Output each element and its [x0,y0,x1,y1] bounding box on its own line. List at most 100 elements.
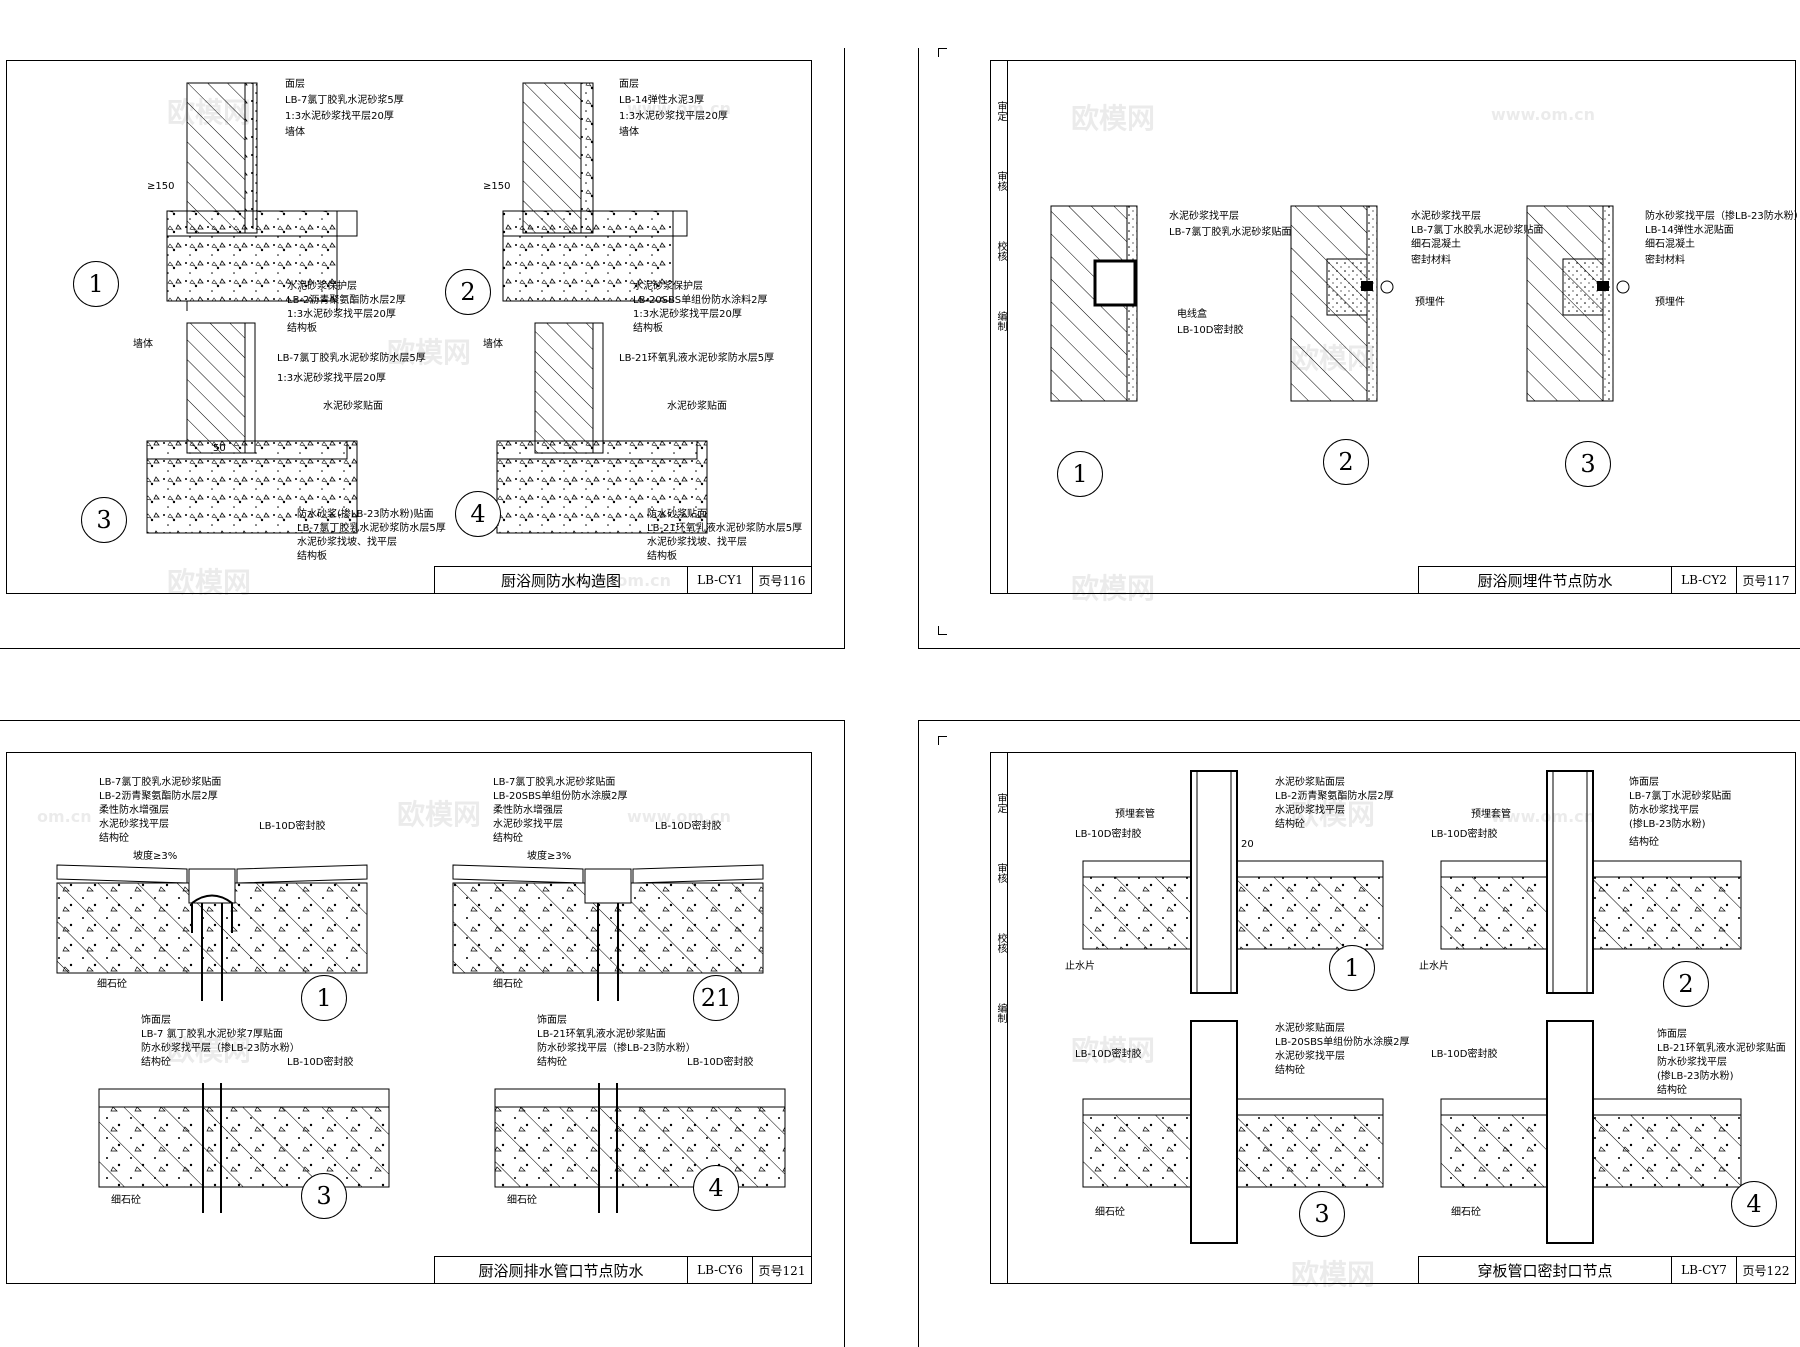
corner-mark [938,48,947,57]
callout: 细石混凝土 [1411,239,1461,250]
callout: 墙体 [285,127,305,138]
detail-number: 3 [1299,1191,1345,1237]
detail-number: 1 [1329,945,1375,991]
sheet-code: LB-CY6 [687,1257,752,1283]
callout: 坡度≥3% [527,851,572,862]
callout: 1:3水泥砂浆找平层20厚 [287,309,396,320]
callout: 防水砂浆找平层（掺LB-23防水粉） [1645,211,1800,222]
title-block: 厨浴厕防水构造图 LB-CY1 页号116 [434,566,811,593]
dimension: 20 [1241,839,1254,850]
callout: 细石混凝土 [1645,239,1695,250]
callout: (掺LB-23防水粉) [1629,819,1706,830]
callout: 饰面层 [1657,1029,1687,1040]
separator [0,720,845,721]
detail-number: 3 [301,1173,347,1219]
callout: LB-14弹性水泥3厚 [619,95,705,106]
callout: 细石砼 [111,1195,141,1206]
callout: 饰面层 [141,1015,171,1026]
callout: 防水砂浆贴面 [647,509,707,520]
callout: LB-20SBS单组份防水涂膜2厚 [493,791,628,802]
detail-number: 4 [455,491,501,537]
callout: 预埋件 [1415,297,1445,308]
callout: 墙体 [133,339,153,350]
callout: LB-7氯丁胶乳水泥砂浆5厚 [285,95,404,106]
sheet-title: 厨浴厕防水构造图 [500,571,621,590]
callout: 电线盒 [1177,309,1207,320]
callout: 结构砼 [141,1057,171,1068]
drawing-sheet-3 [56,864,786,1213]
callout: 面层 [619,79,639,90]
callout: 结构砼 [99,833,129,844]
callout: 结构板 [633,323,663,334]
dimension: ≥150 [483,181,511,192]
title-block: 穿板管口密封口节点 LB-CY7 页号122 [1418,1256,1795,1283]
callout: 水泥砂浆贴面层 [1275,1023,1345,1034]
detail-number: 4 [1731,1181,1777,1227]
detail-3-drawing [146,322,358,534]
callout: 细石砼 [97,979,127,990]
strip-label: 校核 [995,933,1006,953]
callout: LB-7氯丁胶乳水泥砂浆贴面 [99,777,222,788]
callout: LB-10D密封胶 [1431,829,1498,840]
dimension: ≥150 [147,181,175,192]
callout: 结构砼 [1657,1085,1687,1096]
callout: LB-7氯丁胶乳水泥砂浆防水层5厚 [297,523,446,534]
callout: LB-7 氯丁胶乳水泥砂浆7厚贴面 [141,1029,283,1040]
callout: 水泥砂浆找坡、找平层 [297,537,397,548]
detail-2-drawing [1440,770,1742,994]
callout: 结构板 [287,323,317,334]
callout: 墙体 [483,339,503,350]
sheet-title: 厨浴厕埋件节点防水 [1477,571,1613,590]
callout: 水泥砂浆保护层 [633,281,703,292]
callout: LB-10D密封胶 [687,1057,754,1068]
callout: 结构砼 [1275,1065,1305,1076]
dimension: 50 [213,443,226,454]
callout: 水泥砂浆找平层 [1411,211,1481,222]
callout: 止水片 [1419,961,1449,972]
detail-21-drawing [452,864,764,1001]
strip-label: 编制 [995,1003,1006,1023]
drawing-sheet-1 [146,82,708,534]
callout: 细石砼 [1095,1207,1125,1218]
detail-1-drawing [56,864,368,1001]
separator [844,48,845,648]
strip-label: 审定 [995,101,1006,121]
sheet-drain-pipe: 1 21 3 4 LB-7氯丁胶乳水泥砂浆贴面 LB-2沥青聚氨酯防水层2厚 柔… [6,752,812,1284]
separator [918,648,1800,649]
callout: LB-7氯丁水胶乳水泥砂浆贴面 [1411,225,1544,236]
callout: 防水砂浆找平层（掺LB-23防水粉） [141,1043,300,1054]
sheet-page: 页号121 [752,1257,811,1283]
detail-3-drawing [1526,205,1630,402]
callout: LB-14弹性水泥贴面 [1645,225,1734,236]
title-block: 厨浴厕排水管口节点防水 LB-CY6 页号121 [434,1256,811,1283]
callout: LB-2沥青聚氨酯防水层2厚 [1275,791,1394,802]
callout: 细石砼 [507,1195,537,1206]
detail-number: 1 [73,261,119,307]
callout: 饰面层 [1629,777,1659,788]
callout: 柔性防水增强层 [493,805,563,816]
callout: 细石砼 [493,979,523,990]
strip-label: 编制 [995,311,1006,331]
callout: 防水砂浆找平层（掺LB-23防水粉） [537,1043,696,1054]
approval-strip: 审定 审核 校核 编制 [991,753,1008,1283]
callout: 1:3水泥砂浆找平层20厚 [619,111,728,122]
separator [918,720,919,1347]
detail-number: 1 [1057,451,1103,497]
sheet-page: 页号122 [1736,1257,1795,1283]
callout: LB-10D密封胶 [287,1057,354,1068]
callout: 水泥砂浆找平层 [493,819,563,830]
callout: LB-21环氧乳液水泥砂浆防水层5厚 [647,523,803,534]
callout: LB-2沥青聚氨酯防水层2厚 [99,791,218,802]
callout: 水泥砂浆找平层 [1275,1051,1345,1062]
callout: LB-10D密封胶 [1075,829,1142,840]
strip-label: 审定 [995,793,1006,813]
callout: LB-10D密封胶 [1431,1049,1498,1060]
callout: 柔性防水增强层 [99,805,169,816]
drawing-sheet-4 [1082,770,1742,1244]
detail-1-drawing [166,82,358,311]
corner-mark [938,736,947,745]
callout: 结构板 [647,551,677,562]
approval-strip: 审定 审核 校核 编制 [991,61,1008,593]
separator [844,720,845,1347]
callout: 坡度≥3% [133,851,178,862]
